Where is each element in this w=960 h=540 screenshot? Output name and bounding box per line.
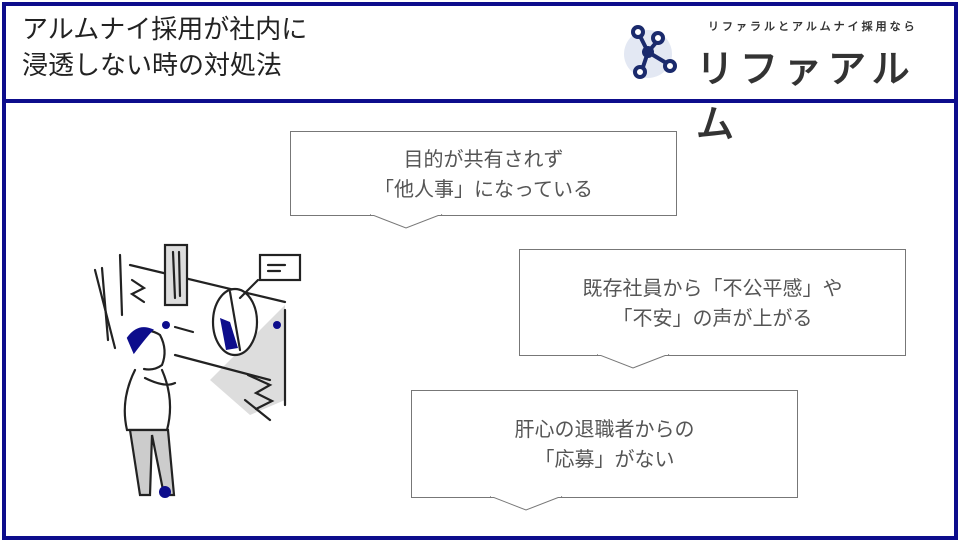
logo-tagline: リファラルとアルムナイ採用なら	[708, 20, 918, 33]
logo-network-icon	[624, 25, 677, 79]
page-title: アルムナイ採用が社内に 浸透しない時の対処法	[22, 12, 307, 84]
bubble-tail	[597, 354, 670, 369]
bubble-text: 既存社員から「不公平感」や	[582, 275, 843, 300]
bubble-text: 「応募」がない	[534, 447, 675, 471]
bubble-text: 「不安」の声が上がる	[612, 305, 813, 330]
title-line-2: 浸透しない時の対処法	[22, 51, 283, 81]
title-line-1: アルムナイ採用が社内に	[22, 15, 308, 45]
speech-bubble-3: 肝心の退職者からの 「応募」がない	[411, 390, 798, 498]
bubble-text: 目的が共有されず	[403, 146, 564, 171]
speech-bubble-1: 目的が共有されず 「他人事」になっている	[290, 131, 677, 216]
header-divider	[6, 99, 954, 103]
bubble-tail	[490, 496, 563, 511]
bubble-text: 肝心の退職者からの	[514, 417, 695, 441]
speech-bubble-2: 既存社員から「不公平感」や 「不安」の声が上がる	[519, 249, 906, 356]
logo: リファラルとアルムナイ採用なら リファアルム	[618, 12, 928, 146]
thinking-person-illustration	[93, 243, 302, 498]
bubble-tail	[370, 214, 443, 229]
bubble-text: 「他人事」になっている	[374, 176, 593, 201]
logo-name: リファアルム	[696, 47, 916, 146]
